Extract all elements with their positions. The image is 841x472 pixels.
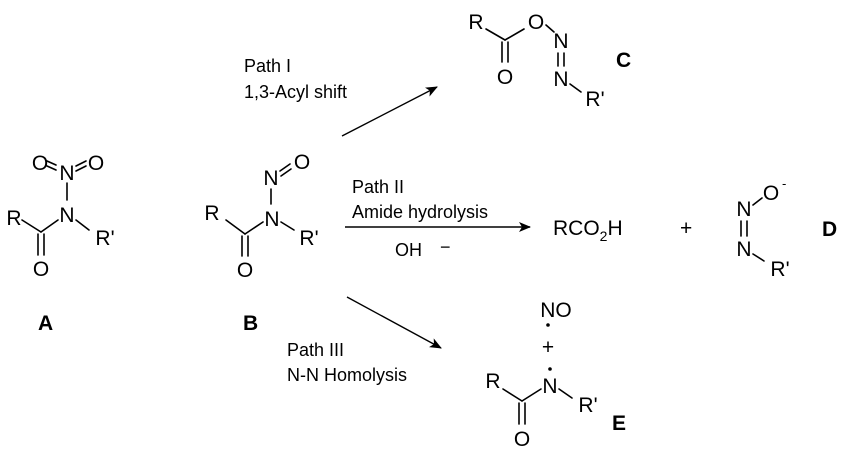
atom-r: R (6, 207, 21, 230)
plus-sign: + (542, 336, 554, 359)
atom-o: O (88, 152, 104, 175)
atom-o: O (497, 66, 513, 89)
anion-charge: - (782, 176, 786, 191)
path2-reagent: OH (395, 240, 422, 260)
path2-reagent-charge: − (440, 237, 451, 257)
nitric-oxide-radical: NO (540, 299, 572, 322)
atom-r: R (204, 202, 219, 225)
atom-n: N (59, 162, 74, 185)
atom-o: O (528, 11, 544, 34)
plus-sign: + (680, 217, 692, 240)
label-e: E (612, 412, 626, 435)
atom-o: O (33, 258, 49, 281)
path2-title: Path II (352, 177, 404, 197)
label-d: D (822, 218, 837, 241)
path3-title: Path III (287, 340, 344, 360)
compound-a: O N O N R' R O (6, 152, 114, 281)
compound-c: R O N N R' O (468, 11, 604, 111)
compound-b: N O N R' R O (204, 151, 318, 282)
compound-e: NO + N R' R O (485, 299, 597, 451)
compound-d: N O - N R' (736, 176, 789, 281)
product-carboxylic-acid: RCO2H (553, 217, 623, 244)
atom-o: O (294, 151, 310, 174)
path3-arrow (346, 296, 442, 349)
atom-r-prime: R' (95, 227, 114, 250)
atom-o: O (32, 152, 48, 175)
label-b: B (243, 312, 258, 335)
atom-o: O (237, 259, 253, 282)
atom-r: R (468, 11, 483, 34)
atom-n: N (736, 198, 751, 221)
atom-n: N (736, 238, 751, 261)
atom-r-prime: R' (585, 88, 604, 111)
path1-description: 1,3-Acyl shift (244, 82, 347, 102)
atom-r-prime: R' (299, 227, 318, 250)
label-a: A (38, 312, 53, 335)
path1-title: Path I (244, 56, 291, 76)
radical-dot (546, 323, 550, 327)
atom-r: R (485, 370, 500, 393)
atom-o: O (763, 182, 779, 205)
radical-dot (548, 367, 552, 371)
atom-o: O (514, 428, 530, 451)
atom-n: N (553, 30, 568, 53)
path3-description: N-N Homolysis (287, 365, 407, 385)
path2-description: Amide hydrolysis (352, 202, 488, 222)
atom-n: N (553, 68, 568, 91)
atom-n: N (264, 208, 279, 231)
atom-n: N (263, 167, 278, 190)
atom-n: N (59, 204, 74, 227)
atom-r-prime: R' (770, 258, 789, 281)
atom-r-prime: R' (578, 394, 597, 417)
path1-arrow (341, 86, 438, 137)
atom-n: N (542, 375, 557, 398)
label-c: C (616, 49, 631, 72)
